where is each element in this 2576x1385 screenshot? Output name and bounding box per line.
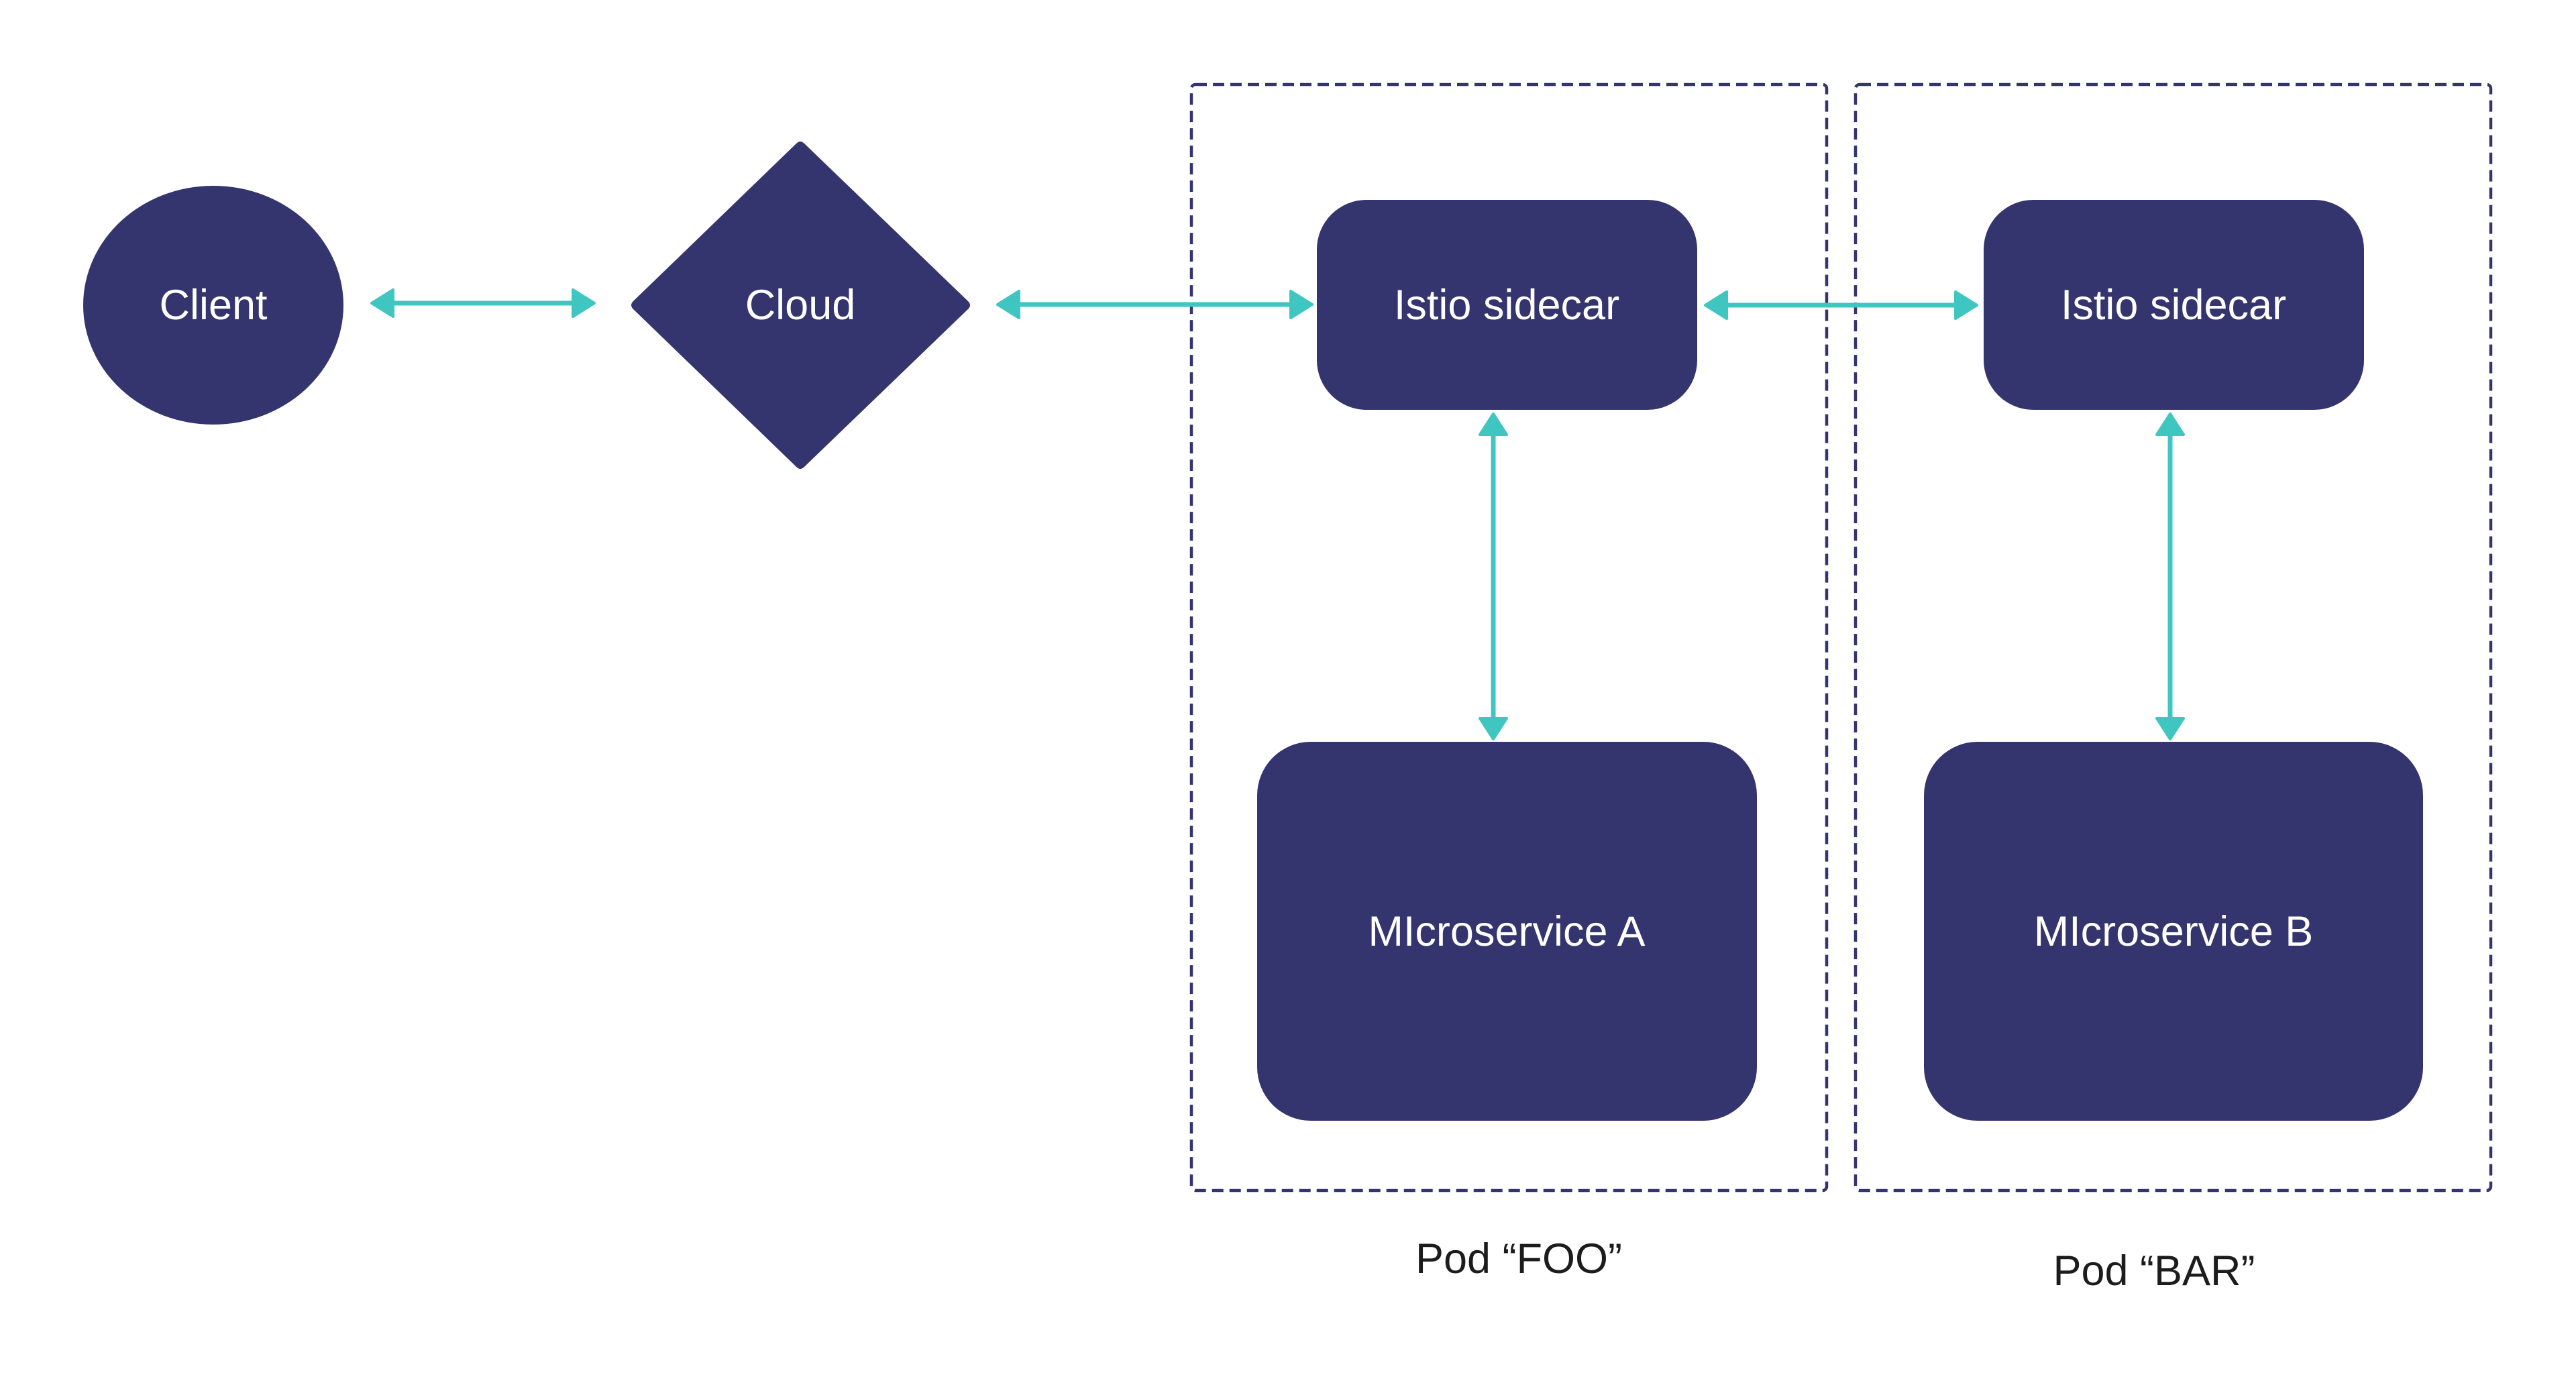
pod-foo-border (1189, 82, 1829, 1193)
node-microservice-b[interactable]: MIcroservice B (1924, 742, 2423, 1121)
arrowhead-down-icon (2155, 717, 2185, 740)
arrowhead-left-icon (1704, 290, 1728, 320)
microservice-b-label: MIcroservice B (2034, 908, 2314, 955)
pod-foo-label: Pod “FOO” (1415, 1235, 1622, 1282)
microservice-a-label: MIcroservice A (1368, 908, 1645, 955)
microservice-b-box (1924, 742, 2423, 1121)
arrowhead-up-icon (2155, 412, 2185, 436)
arrowhead-up-icon (1479, 412, 1508, 436)
edge-sidecar-bar-microservice-b (2155, 412, 2185, 740)
group-pod-bar: Pod “BAR” (1854, 82, 2493, 1294)
arrowhead-right-icon (1289, 290, 1313, 319)
cloud-diamond (631, 142, 970, 469)
edge-sidecar-foo-sidecar-bar (1704, 290, 1978, 320)
node-client[interactable]: Client (83, 186, 343, 425)
group-pod-foo: Pod “FOO” (1189, 82, 1829, 1282)
pod-bar-border (1854, 82, 2493, 1193)
pod-bar-label: Pod “BAR” (2053, 1248, 2255, 1294)
client-label: Client (159, 282, 268, 329)
arrowhead-left-icon (370, 288, 394, 318)
arrowhead-right-icon (1954, 290, 1978, 320)
node-microservice-a[interactable]: MIcroservice A (1257, 742, 1757, 1121)
arrowhead-right-icon (572, 288, 596, 318)
edge-client-cloud (370, 288, 596, 318)
sidecar-foo-label: Istio sidecar (1394, 282, 1619, 329)
sidecar-foo-box (1317, 200, 1697, 410)
node-cloud[interactable]: Cloud (631, 142, 970, 469)
node-sidecar-foo[interactable]: Istio sidecar (1317, 200, 1697, 410)
cloud-label: Cloud (745, 282, 856, 329)
edge-cloud-sidecar-foo (996, 290, 1313, 319)
microservice-a-box (1257, 742, 1757, 1121)
node-sidecar-bar[interactable]: Istio sidecar (1984, 200, 2364, 410)
sidecar-bar-label: Istio sidecar (2061, 282, 2286, 329)
arrowhead-left-icon (996, 290, 1020, 319)
edge-sidecar-foo-microservice-a (1479, 412, 1508, 740)
sidecar-bar-box (1984, 200, 2364, 410)
client-ellipse (83, 186, 343, 425)
arrowhead-down-icon (1479, 717, 1508, 740)
